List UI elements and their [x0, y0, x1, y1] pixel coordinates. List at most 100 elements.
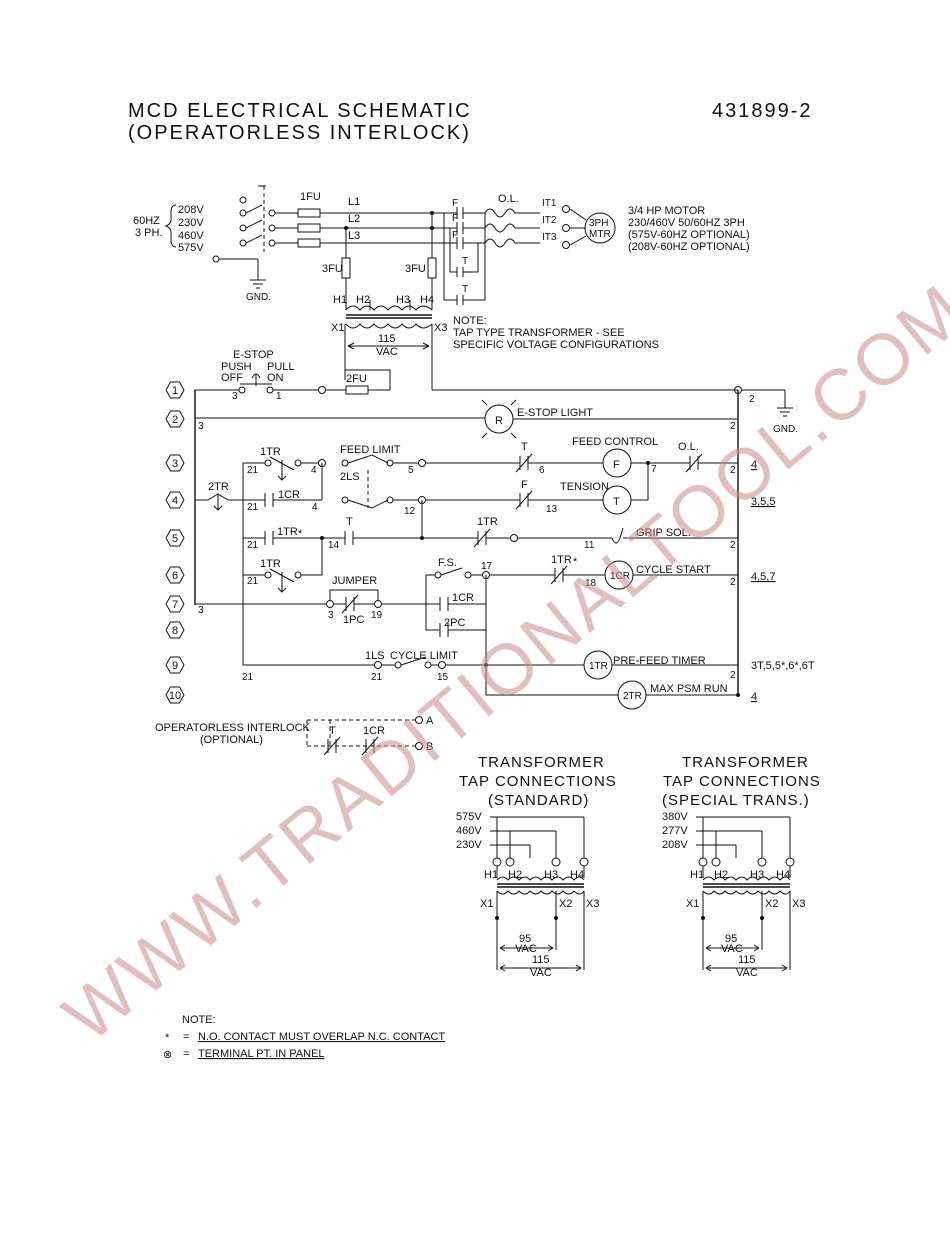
t-contact-mark-2: T [462, 284, 468, 295]
pc1-label: 1PC [343, 614, 364, 626]
pc2-label: 2PC [444, 617, 465, 629]
wire-14-rung5: 14 [328, 540, 340, 551]
motor-symbol [584, 212, 616, 244]
wire-3b-rung7: 3 [328, 610, 334, 621]
tension-sym: T [613, 496, 620, 508]
transformer-h4: H4 [420, 294, 434, 306]
max-psm-run-sym: 2TR [623, 691, 642, 702]
asterisk-rung6: * [573, 556, 578, 568]
estop-wire-3: 3 [232, 391, 238, 402]
motor-spec-1: 3/4 HP MOTOR [628, 205, 705, 217]
rung-number-8: 8 [172, 625, 178, 637]
rung-number-4: 4 [172, 495, 178, 507]
rung-marker-7 [165, 595, 185, 613]
motor-label-top: 3PH [589, 218, 608, 229]
rung-marker-2 [165, 410, 185, 428]
interlock-label-2: (OPTIONAL) [200, 734, 263, 746]
wire-19-rung7: 19 [371, 610, 383, 621]
rung-marker-5 [165, 529, 185, 547]
cycle-start-sym: 1CR [610, 571, 630, 582]
grip-solenoid-label: GRIP SOL. [636, 527, 691, 539]
title-line-2: (OPERATORLESS INTERLOCK) [128, 122, 471, 144]
interlock-1cr: 1CR [363, 725, 385, 737]
tap-special-title-2: TAP CONNECTIONS [663, 773, 821, 790]
overload-label: O.L. [498, 193, 519, 205]
supply-voltage-208: 208V [178, 204, 204, 216]
supply-phase: 3 PH. [135, 227, 163, 239]
overload-rung3: O.L. [678, 441, 699, 453]
tap-special-volt-3: 208V [662, 839, 688, 851]
wire-21-rung3: 21 [247, 465, 259, 476]
wire-21-rung6: 21 [247, 576, 259, 587]
tap-special-95: 95 [725, 933, 737, 945]
motor-label-bottom: MTR [589, 229, 611, 240]
wire-21-rung5: 21 [247, 540, 259, 551]
estop-light-sym: R [495, 415, 503, 427]
ground-label-control: GND. [773, 424, 798, 435]
estop-off: OFF [221, 372, 243, 384]
rung-number-6: 6 [172, 570, 178, 582]
interlock-label-1: OPERATORLESS INTERLOCK [155, 722, 311, 734]
tap-standard-title-2: TAP CONNECTIONS [459, 773, 617, 790]
wire-6-rung3: 6 [539, 465, 545, 476]
estop-fuse: 2FU [346, 373, 367, 385]
cross-ref-rung3: 4 [751, 459, 757, 471]
rung-marker-3 [165, 454, 185, 472]
relay-1cr-rung7: 1CR [452, 592, 474, 604]
cycle-limit-label: CYCLE LIMIT [390, 650, 458, 662]
wire-17-rung6: 17 [481, 561, 493, 572]
supply-voltage-230: 230V [178, 217, 204, 229]
motor-terminal-it3: IT3 [542, 232, 557, 243]
estop-wire-1: 1 [276, 391, 282, 402]
timer-2tr-rung4: 2TR [208, 481, 229, 493]
tap-special-115: 115 [738, 954, 756, 966]
transformer-x1: X1 [331, 322, 344, 334]
notes-star-text: N.O. CONTACT MUST OVERLAP N.C. CONTACT [198, 1031, 445, 1043]
wire-7-rung3: 7 [651, 464, 657, 475]
wire-2-rung9: 2 [730, 670, 736, 681]
tap-special-x1: X1 [686, 898, 699, 910]
transformer-h2: H2 [356, 294, 370, 306]
transformer-h1: H1 [333, 294, 347, 306]
drawing-number: 431899-2 [712, 100, 813, 122]
tap-standard-95: 95 [519, 933, 531, 945]
wire-3-rung7: 3 [198, 605, 204, 616]
timer-1tr-rung6: 1TR [260, 558, 281, 570]
t-contact-mark-1: T [462, 256, 468, 267]
cycle-start-label: CYCLE START [636, 564, 711, 576]
notes-star-symbol: * [165, 1032, 170, 1044]
wire-2-rung6: 2 [730, 577, 736, 588]
tap-special-h1: H1 [690, 869, 704, 881]
tap-standard-95-unit: VAC [515, 943, 537, 955]
wire-13-rung4: 13 [546, 504, 558, 515]
tap-special-volt-1: 380V [662, 811, 688, 823]
rung-marker-4 [165, 491, 185, 509]
notes-terminal-equals: = [183, 1048, 189, 1060]
line-label-l3: L3 [348, 230, 360, 242]
t-contact-rung5: T [346, 516, 353, 528]
feed-control-label: FEED CONTROL [572, 436, 658, 448]
wire-2-right: 2 [749, 394, 755, 405]
transformer-h3: H3 [396, 294, 410, 306]
transformer-vac-unit: VAC [376, 346, 398, 358]
line-label-l2: L2 [348, 213, 360, 225]
notes-star-equals: = [183, 1031, 189, 1043]
tap-special-95-unit: VAC [721, 943, 743, 955]
rung-marker-6 [165, 566, 185, 584]
rung-number-5: 5 [172, 533, 178, 545]
pre-feed-timer-label: PRE-FEED TIMER [613, 655, 706, 667]
motor-spec-3: (575V-60HZ OPTIONAL) [628, 229, 750, 241]
tension-label: TENSION [560, 481, 609, 493]
cross-ref-rung6: 4,5,7 [751, 571, 775, 583]
foot-switch-label: F.S. [438, 557, 457, 569]
tap-special-title-1: TRANSFORMER [682, 754, 809, 771]
wire-15-rung9: 15 [437, 672, 449, 683]
tap-special-x3: X3 [792, 898, 805, 910]
t-contact-rung3: T [521, 441, 528, 453]
supply-brace [164, 204, 177, 248]
tap-special-title-3: (SPECIAL TRANS.) [662, 792, 810, 809]
notes-terminal-symbol: ⊗ [163, 1049, 172, 1061]
estop-push: PUSH [221, 361, 252, 373]
transformer-vac-value: 115 [378, 333, 396, 345]
